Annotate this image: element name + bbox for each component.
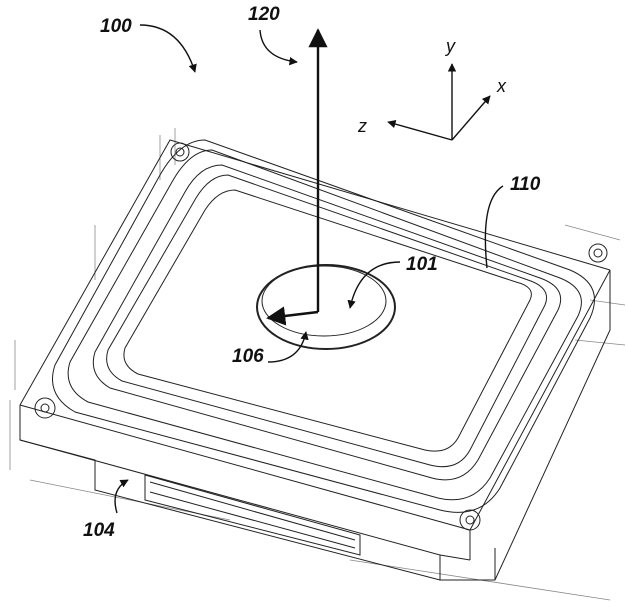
suspension-rings — [52, 139, 595, 513]
label-axis-normal: 120 — [248, 4, 280, 25]
label-arrow: 106 — [232, 346, 264, 367]
aperture — [256, 264, 396, 350]
label-membrane: 110 — [510, 174, 541, 195]
corner-screws — [34, 142, 608, 531]
leader-arrows — [114, 24, 504, 514]
axis-label-x: x — [496, 76, 507, 96]
axis-label-z: z — [357, 116, 367, 136]
coordinate-axes — [387, 63, 491, 141]
label-base: 104 — [83, 520, 115, 541]
normal-axis — [266, 28, 328, 326]
base-housing — [19, 139, 611, 581]
label-device: 100 — [100, 16, 132, 37]
label-aperture: 101 — [406, 254, 438, 275]
axis-label-y: y — [444, 36, 456, 56]
